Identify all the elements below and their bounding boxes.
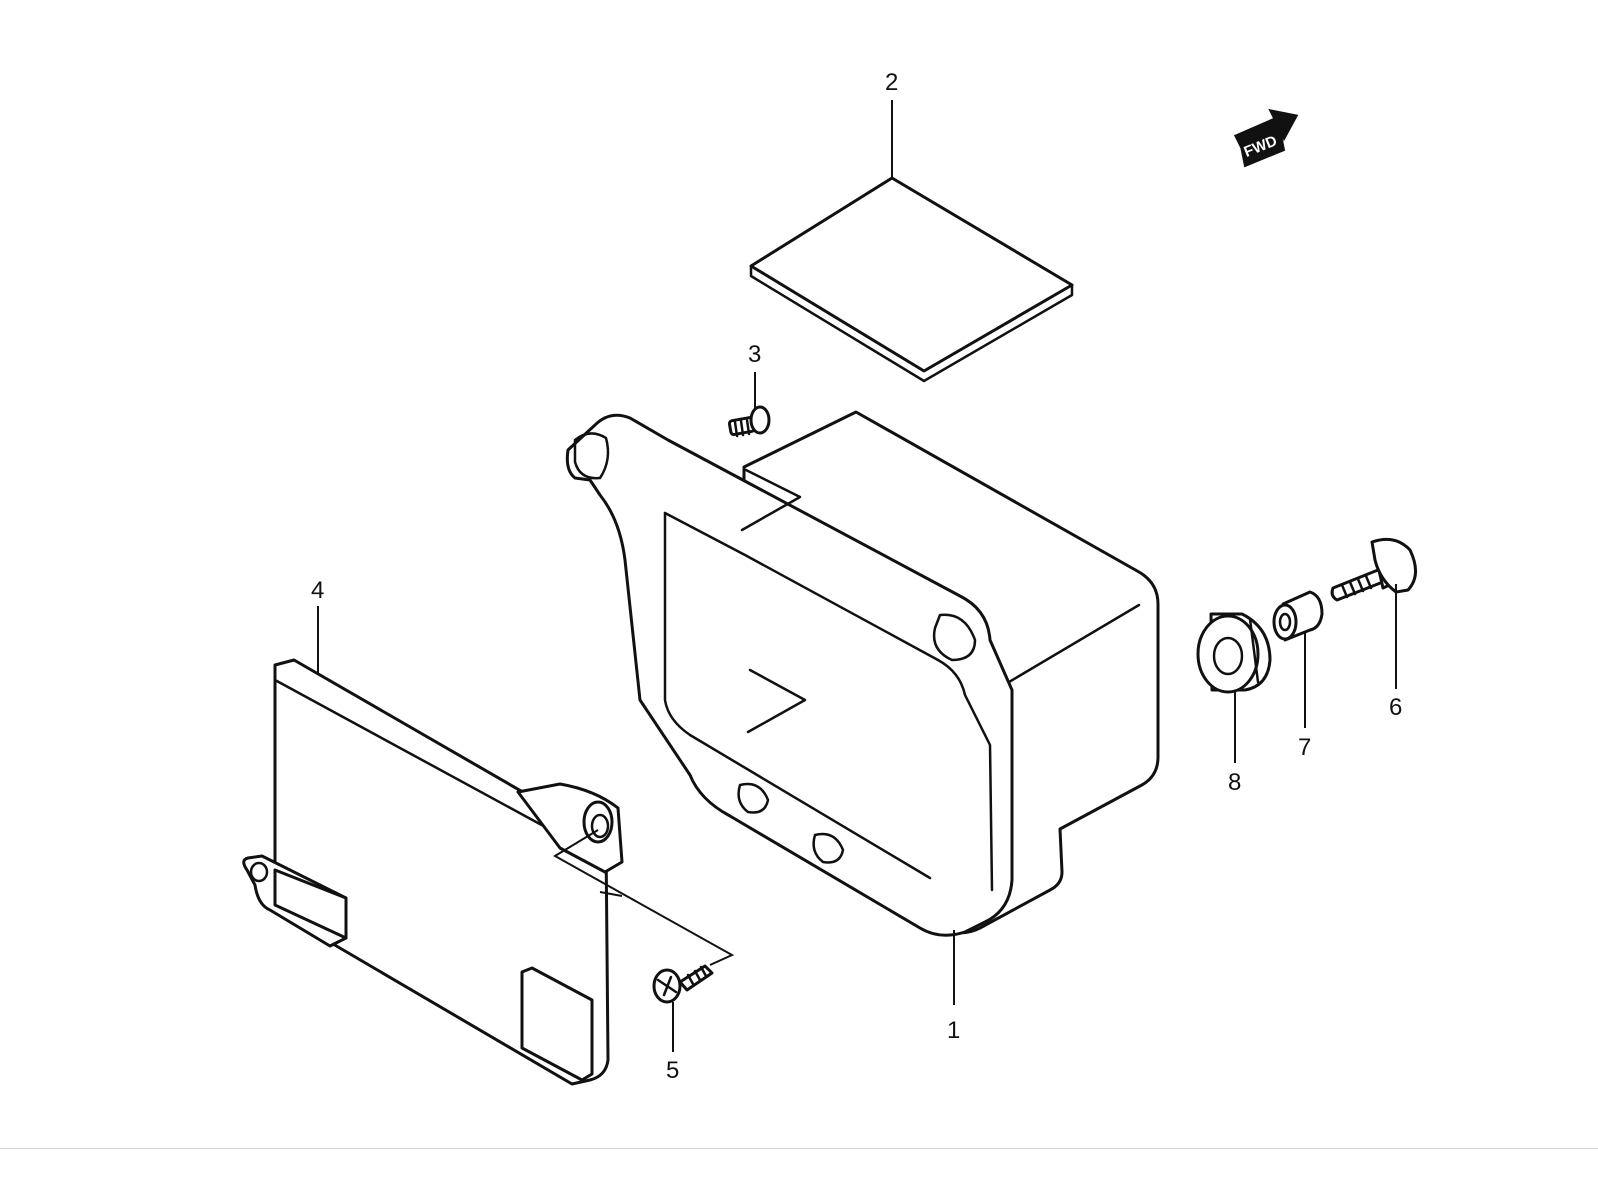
bottom-divider xyxy=(0,1148,1598,1149)
part-2-pad xyxy=(749,100,1074,383)
part-4-cover xyxy=(242,606,735,1086)
callout-8: 8 xyxy=(1228,769,1241,796)
callout-7: 7 xyxy=(1298,734,1311,761)
part-3-screw xyxy=(727,372,771,438)
part-1-bracket-box xyxy=(565,410,1160,1005)
part-6-bolt xyxy=(1330,537,1417,689)
part-5-screw xyxy=(652,964,714,1052)
callout-5: 5 xyxy=(666,1057,679,1084)
part-7-collar xyxy=(1272,590,1324,728)
fwd-arrow-badge: FWD xyxy=(1233,108,1299,168)
callout-6: 6 xyxy=(1389,694,1402,721)
callout-2: 2 xyxy=(885,69,898,96)
callout-4: 4 xyxy=(311,577,324,604)
part-8-grommet xyxy=(1196,612,1272,763)
callout-3: 3 xyxy=(748,341,761,368)
callout-1: 1 xyxy=(947,1017,960,1044)
